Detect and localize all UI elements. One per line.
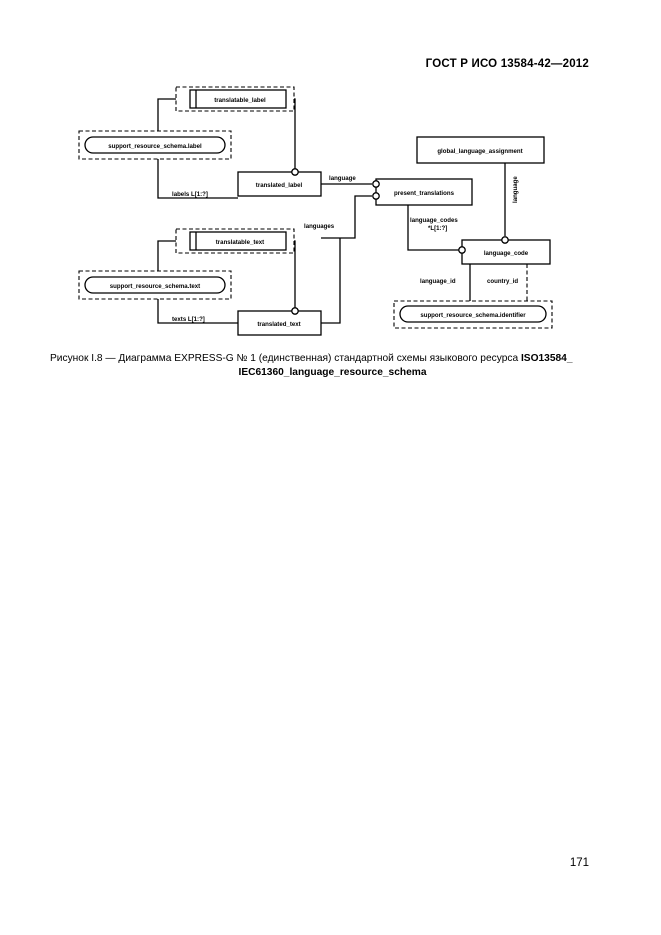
entity-label-language-code: language_code <box>484 250 529 257</box>
entity-language-code[interactable]: language_code <box>458 236 551 265</box>
entity-label-support-resource-schema-identifier: support_resource_schema.identifier <box>420 312 526 319</box>
connector-group-language-codes <box>407 205 460 251</box>
relationship-label-languages-mid: languages <box>304 223 335 230</box>
entity-label-translated-text: translated_text <box>257 321 300 328</box>
relationship-label-language-top: language <box>329 175 356 182</box>
relationship-label-language-right: language <box>512 176 519 203</box>
relationship-label-labels: labels L[1:?] <box>172 191 208 198</box>
entity-label-translatable-text: translatable_text <box>216 239 264 246</box>
caption-text-prefix: Рисунок I.8 — Диаграмма EXPRESS-G № 1 (е… <box>50 353 521 364</box>
entity-translatable-text[interactable]: translatable_text <box>175 228 295 254</box>
entity-global-language-assignment[interactable]: global_language_assignment <box>416 136 545 164</box>
relationship-label-language-codes-cardinality: *L[1:?] <box>428 225 447 232</box>
entity-support-resource-schema-text[interactable]: support_resource_schema.text <box>78 270 232 300</box>
standard-header-title: ГОСТ Р ИСО 13584-42—2012 <box>425 58 589 70</box>
entity-translated-text[interactable]: translated_text <box>237 307 322 336</box>
entity-translatable-label[interactable]: translatable_label <box>175 86 295 112</box>
connector-group-identifier <box>469 264 528 302</box>
relationship-label-language-codes: language_codes <box>410 217 458 224</box>
caption-schema-name-part2: IEC61360_language_resource_schema <box>238 367 427 378</box>
entity-label-support-resource-schema-text: support_resource_schema.text <box>110 283 200 290</box>
entity-present-translations[interactable]: present_translations <box>372 178 473 206</box>
relationship-label-texts: texts L[1:?] <box>172 316 205 323</box>
entity-label-translatable-label: translatable_label <box>214 97 266 104</box>
express-g-diagram: translatable_label support_resource_sche… <box>0 0 661 345</box>
page-number: 171 <box>569 857 589 869</box>
entity-label-present-translations: present_translations <box>394 190 455 197</box>
figure-caption: Рисунок I.8 — Диаграмма EXPRESS-G № 1 (е… <box>50 352 615 380</box>
relationship-label-language-id: language_id <box>420 278 456 285</box>
connector-group-languages <box>321 195 372 239</box>
entity-label-translated-label: translated_label <box>256 182 303 189</box>
entity-translated-label[interactable]: translated_label <box>237 168 322 197</box>
entity-label-support-resource-schema-label: support_resource_schema.label <box>108 143 202 150</box>
entity-support-resource-schema-label[interactable]: support_resource_schema.label <box>78 130 232 160</box>
caption-schema-name-part1: ISO13584_ <box>520 353 573 364</box>
relationship-label-country-id: country_id <box>487 278 518 285</box>
entity-label-global-language-assignment: global_language_assignment <box>437 148 522 155</box>
entity-support-resource-schema-identifier[interactable]: support_resource_schema.identifier <box>393 300 553 329</box>
